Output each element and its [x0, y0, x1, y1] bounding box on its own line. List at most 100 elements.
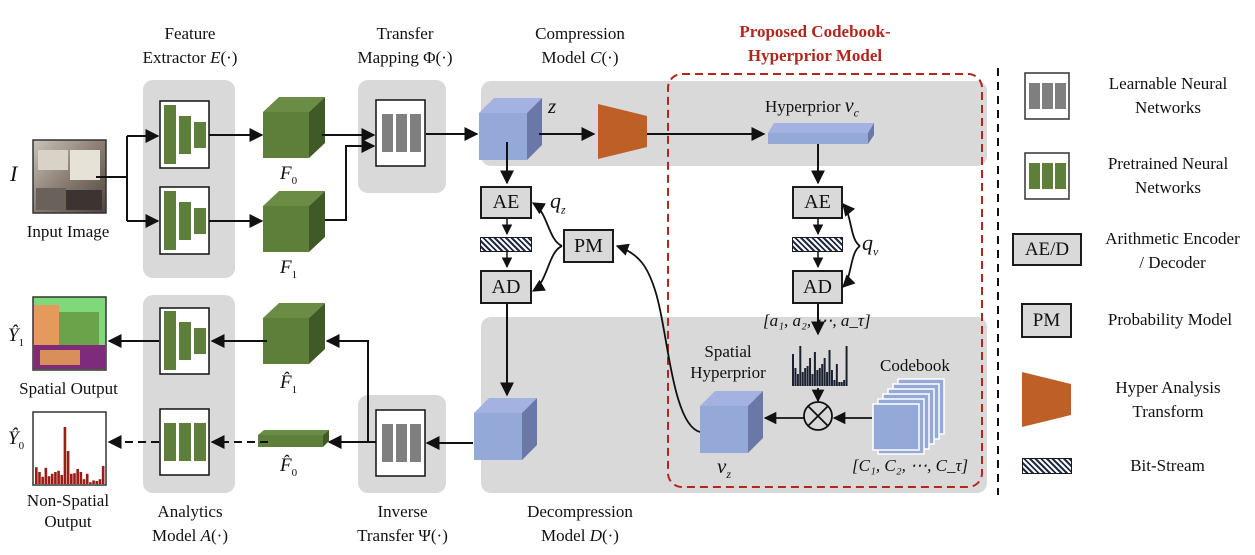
- legend-line: Networks: [1134, 98, 1202, 117]
- pm-label: PM: [574, 234, 603, 257]
- legend-hyper-analysis-text: Hyper Analysis Transform: [1098, 376, 1238, 424]
- f0-text: F: [280, 163, 292, 184]
- analytics-network-nonspatial: [159, 408, 210, 476]
- weight-bar: [843, 380, 846, 386]
- weight-bar: [804, 368, 807, 386]
- weight-bar: [840, 382, 843, 386]
- legend-learnable-nn-text: Learnable Neural Networks: [1098, 72, 1238, 120]
- output-bar: [70, 473, 73, 484]
- arithmetic-encoder-v: AE: [792, 186, 843, 219]
- nonspatial-output-frame: [32, 411, 107, 486]
- y1-sub: 1: [18, 336, 25, 349]
- codebook-stack: [872, 378, 945, 455]
- y0-label: Ŷ0: [8, 428, 24, 457]
- vz-label: vz: [717, 456, 731, 485]
- vc-sub: c: [853, 105, 859, 120]
- legend-bitstream-icon: [1022, 458, 1072, 474]
- title-line: Feature: [164, 24, 216, 43]
- title-line: Model A(·): [151, 526, 228, 545]
- ad-label: AD: [803, 275, 832, 298]
- qv-label: qv: [862, 232, 878, 262]
- legend-ae-d-label: AE/D: [1024, 238, 1070, 260]
- hyper-analysis-transform: [598, 104, 647, 159]
- qz-text: q: [550, 188, 561, 213]
- output-bar: [47, 476, 51, 484]
- title-line: Model C(·): [541, 48, 619, 67]
- ae-label: AE: [804, 191, 831, 213]
- nonspatial-output-histogram: [35, 427, 105, 484]
- output-bar: [63, 427, 67, 484]
- analytics-model-title: Analytics Model A(·): [130, 500, 250, 548]
- analytics-network-spatial: [159, 307, 210, 375]
- title-line: Model D(·): [541, 526, 619, 545]
- legend-bitstream-text: Bit-Stream: [1110, 454, 1225, 478]
- f0-label: F0: [280, 163, 297, 192]
- qz-arrow-to-ae: [531, 202, 563, 247]
- weight-bar: [796, 374, 799, 386]
- output-bar: [54, 472, 57, 484]
- y0-text: Ŷ: [8, 428, 19, 449]
- title-line: Mapping Φ(·): [357, 48, 453, 67]
- f1-hat-label: F̂1: [280, 372, 297, 401]
- spatial-hyperprior-cube-vz: [700, 391, 763, 453]
- output-bar: [82, 479, 86, 484]
- bitstream-z: [480, 237, 532, 252]
- arithmetic-decoder-z: AD: [480, 270, 532, 304]
- spatial-output-image: [32, 296, 107, 371]
- output-bar: [44, 467, 48, 484]
- y0-sub: 0: [18, 439, 25, 452]
- weight-bar: [801, 372, 804, 386]
- vz-sub: z: [726, 467, 731, 482]
- input-image: [32, 139, 107, 214]
- proposed-model-region: [667, 73, 983, 488]
- y1-label: Ŷ1: [8, 325, 24, 354]
- legend-line: Hyper Analysis: [1115, 378, 1221, 397]
- output-bar: [101, 466, 105, 484]
- f1-sub: 1: [291, 268, 298, 281]
- weight-bar: [818, 368, 821, 386]
- qz-arrow-to-ad: [531, 245, 563, 292]
- title-line: Transfer: [376, 24, 434, 43]
- qv-text: q: [862, 230, 873, 255]
- bitstream-v: [792, 237, 843, 252]
- arrow-inverse-to-f1hat: [325, 334, 376, 443]
- output-bar: [85, 473, 89, 484]
- weight-bar: [809, 358, 812, 386]
- output-bar: [35, 467, 38, 484]
- arrow-input-split: [96, 136, 128, 221]
- output-bar: [60, 475, 64, 484]
- feature-cube-f1: [263, 191, 325, 252]
- legend-line: Learnable Neural: [1108, 74, 1228, 93]
- transfer-mapping-title: Transfer Mapping Φ(·): [345, 22, 465, 70]
- decompression-model-title: Decompression Model D(·): [510, 500, 650, 548]
- ae-label: AE: [492, 191, 520, 213]
- f1hat-text: F̂: [280, 372, 292, 393]
- codebook-weights-label: [a₁, a₂, ⋯, a_τ]: [763, 311, 871, 330]
- f1-text: F: [280, 257, 292, 278]
- arrow-f1-to-transfer: [325, 139, 376, 221]
- multiply-operator-icon: [803, 401, 833, 431]
- output-bar: [66, 451, 70, 484]
- f0hat-sub: 0: [291, 466, 298, 479]
- codebook-elements-label: [C₁, C₂, ⋯, C_τ]: [852, 456, 969, 475]
- output-bar: [76, 469, 79, 484]
- weight-bar: [799, 346, 802, 386]
- title-line: Inverse: [377, 502, 428, 521]
- label-line: Hyperprior: [690, 363, 766, 382]
- hyperprior-text: Hyperprior: [765, 97, 841, 116]
- input-image-label: Input Image: [26, 222, 110, 241]
- weight-bar: [813, 352, 816, 386]
- legend-line: Transform: [1132, 402, 1204, 421]
- output-bar: [95, 481, 99, 484]
- title-line: Transfer Ψ(·): [357, 526, 448, 545]
- feature-extractor-title: Feature Extractor E(·): [130, 22, 250, 70]
- proposed-model-title: Proposed Codebook- Hyperprior Model: [720, 20, 910, 68]
- title-line: Compression: [535, 24, 625, 43]
- qv-arrow-to-ae: [842, 203, 861, 247]
- weight-bar: [821, 364, 824, 386]
- y1-text: Ŷ: [8, 325, 19, 346]
- f0-hat-label: F̂0: [280, 455, 297, 484]
- qz-label: qz: [550, 190, 566, 220]
- output-bar: [38, 472, 41, 484]
